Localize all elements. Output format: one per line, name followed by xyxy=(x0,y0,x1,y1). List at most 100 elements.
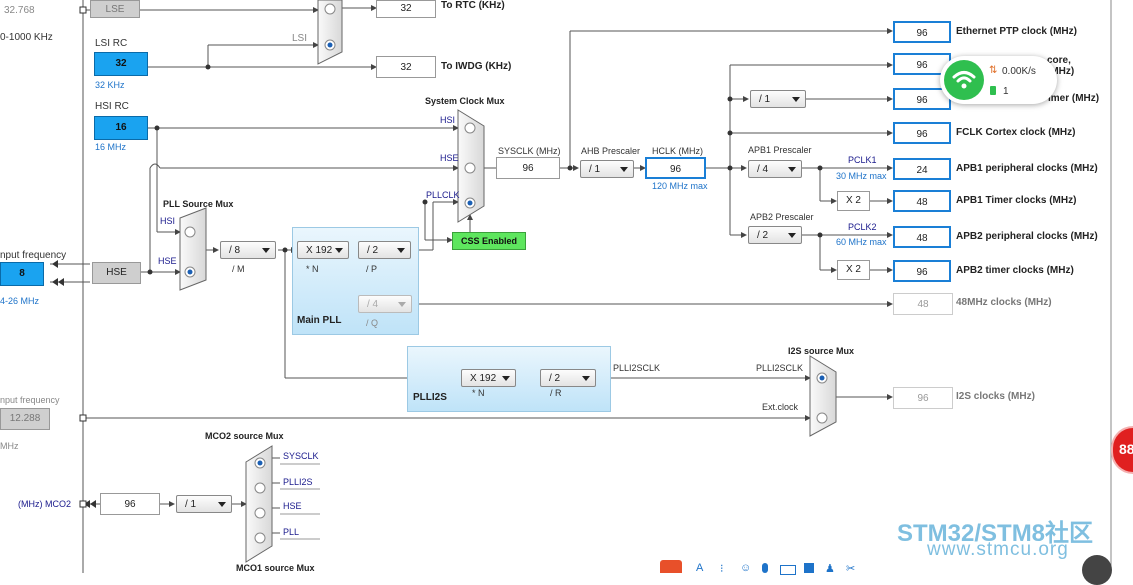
mco2-divider-select[interactable]: / 1 xyxy=(176,495,232,513)
main-pll-title: Main PLL xyxy=(297,315,342,326)
apb1-peripheral-value[interactable]: 24 xyxy=(893,158,951,180)
plli2s-r-select[interactable]: / 2 xyxy=(540,369,596,387)
plli2s-n-select[interactable]: X 192 xyxy=(461,369,516,387)
battery-icon xyxy=(990,86,996,95)
lse-range: 0-1000 KHz xyxy=(0,32,53,43)
apb2-prescaler-label: APB2 Prescaler xyxy=(750,212,814,222)
to-iwdg-value: 32 xyxy=(376,56,436,78)
ahb-prescaler-select[interactable]: / 1 xyxy=(580,160,634,178)
apb2-prescaler-value: / 2 xyxy=(757,230,769,241)
ahb-prescaler-value: / 1 xyxy=(589,164,601,175)
chevron-down-icon xyxy=(397,248,405,253)
watermark-url: www.stmcu.org xyxy=(927,539,1069,560)
i2s-clocks-value[interactable]: 96 xyxy=(893,387,953,409)
input-frequency-range: 4-26 MHz xyxy=(0,296,40,306)
pll-source-mux-title: PLL Source Mux xyxy=(163,199,234,209)
hsi-rc-value[interactable]: 16 xyxy=(94,116,148,140)
chevron-down-icon xyxy=(620,167,628,172)
pll-n-label: * N xyxy=(306,264,319,274)
clk48-value[interactable]: 48 xyxy=(893,293,953,315)
apb2-prescaler-select[interactable]: / 2 xyxy=(748,226,802,244)
pll-n-select[interactable]: X 192 xyxy=(297,241,349,259)
mco2-source-mux-title: MCO2 source Mux xyxy=(205,431,284,441)
lse-box: LSE xyxy=(90,0,140,18)
mco2-hse-label: HSE xyxy=(283,501,302,511)
chevron-down-icon xyxy=(788,233,796,238)
punctuation-icon[interactable]: ⁝ xyxy=(720,563,724,575)
sogou-ime-icon[interactable] xyxy=(660,560,682,573)
apb1-timer-value[interactable]: 48 xyxy=(893,190,951,212)
systick-divider-select[interactable]: / 1 xyxy=(750,90,806,108)
pll-q-select[interactable]: / 4 xyxy=(358,295,412,313)
pll-m-label: / M xyxy=(232,264,245,274)
mco2-divider-value: / 1 xyxy=(185,499,197,510)
apb1-prescaler-select[interactable]: / 4 xyxy=(748,160,802,178)
hclk-value[interactable]: 96 xyxy=(645,157,706,179)
apb1-prescaler-label: APB1 Prescaler xyxy=(748,145,812,155)
notification-badge-text: 88 xyxy=(1119,441,1133,457)
plli2s-n-value: X 192 xyxy=(470,373,497,384)
chevron-down-icon xyxy=(335,248,343,253)
ethernet-ptp-value[interactable]: 96 xyxy=(893,21,951,43)
lsi-rc-label: LSI RC xyxy=(95,38,128,49)
microphone-icon[interactable] xyxy=(762,563,768,573)
input-frequency-value[interactable]: 8 xyxy=(0,262,44,286)
mco2-pll-label: PLL xyxy=(283,527,300,537)
sysmux-pllclk-label: PLLCLK xyxy=(426,190,460,200)
font-icon[interactable]: A xyxy=(696,562,704,574)
apb1-prescaler-value: / 4 xyxy=(757,164,769,175)
network-speed-widget[interactable]: ⇅ 0.00K/s 1 xyxy=(940,56,1057,104)
hsi-rc-unit: 16 MHz xyxy=(95,142,127,152)
input-frequency-label: nput frequency xyxy=(0,250,67,261)
person-icon[interactable]: ♟ xyxy=(825,563,835,575)
mco1-source-mux-title: MCO1 source Mux xyxy=(236,563,315,573)
skin-icon[interactable] xyxy=(804,563,814,573)
pll-mux-hse-label: HSE xyxy=(158,256,177,266)
keyboard-icon[interactable] xyxy=(780,565,796,575)
pll-m-select[interactable]: / 8 xyxy=(220,241,276,259)
i2s-mux-plli2sclk-label: PLLI2SCLK xyxy=(756,363,804,373)
apb2-timer-multiplier: X 2 xyxy=(837,260,870,280)
wifi-icon xyxy=(944,60,984,100)
lsi-rc-value[interactable]: 32 xyxy=(94,52,148,76)
sysclk-value[interactable]: 96 xyxy=(496,157,560,179)
toolbar-strip: A ⁝ ☺ ♟ ✂ xyxy=(660,560,870,575)
pclk2-label: PCLK2 xyxy=(848,222,877,232)
pclk1-max: 30 MHz max xyxy=(836,171,887,181)
ahb-prescaler-label: AHB Prescaler xyxy=(581,146,641,156)
input-frequency2-value[interactable]: 12.288 xyxy=(0,408,50,430)
i2s-source-mux-title: I2S source Mux xyxy=(788,346,855,356)
watermark-title: STM32/STM8社区 xyxy=(897,520,1094,547)
hsi-rc-label: HSI RC xyxy=(95,101,129,112)
sysmux-hsi-label: HSI xyxy=(440,115,456,125)
system-timer-label: imer (MHz) xyxy=(1048,93,1100,104)
pll-p-select[interactable]: / 2 xyxy=(358,241,411,259)
apb2-timer-value[interactable]: 96 xyxy=(893,260,951,282)
hclk-max: 120 MHz max xyxy=(652,181,708,191)
input-frequency2-label: nput frequency xyxy=(0,395,60,405)
hclk-label: HCLK (MHz) xyxy=(652,146,703,156)
mco2-sysclk-label: SYSCLK xyxy=(283,451,319,461)
clock-tree-wires xyxy=(50,0,1112,573)
chevron-down-icon xyxy=(582,376,590,381)
network-count-text: 1 xyxy=(1003,86,1009,97)
emoji-icon[interactable]: ☺ xyxy=(740,562,752,574)
hse-source[interactable]: HSE xyxy=(92,262,141,284)
css-enabled-button[interactable]: CSS Enabled xyxy=(452,232,526,250)
tools-icon[interactable]: ✂ xyxy=(846,563,856,575)
fclk-value[interactable]: 96 xyxy=(893,122,951,144)
rtc-mux xyxy=(317,0,343,65)
apb2-peripheral-value[interactable]: 48 xyxy=(893,226,951,248)
plli2s-title: PLLI2S xyxy=(413,392,447,403)
plli2s-r-label: / R xyxy=(550,388,562,398)
notification-badge[interactable]: 88 xyxy=(1113,428,1133,472)
plli2s-n-label: * N xyxy=(472,388,485,398)
lse-frequency: 32.768 xyxy=(4,5,35,16)
core-clock-label-b: (MHz) xyxy=(1047,66,1075,77)
pll-q-label: / Q xyxy=(366,318,379,328)
floating-refresh-icon[interactable] xyxy=(1082,555,1112,585)
pll-q-value: / 4 xyxy=(367,299,379,310)
fclk-label: FCLK Cortex clock (MHz) xyxy=(956,127,1076,138)
mco2-output-value[interactable]: 96 xyxy=(100,493,160,515)
pll-p-value: / 2 xyxy=(367,245,379,256)
